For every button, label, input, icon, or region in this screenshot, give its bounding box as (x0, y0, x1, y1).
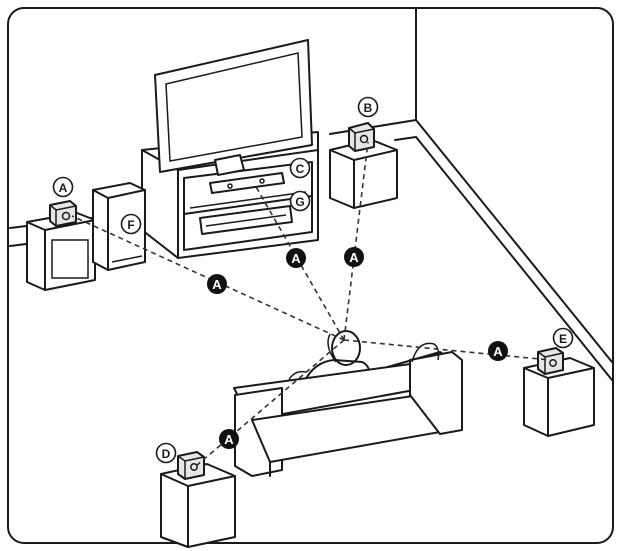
sofa (233, 342, 463, 477)
label-rear-right: E (552, 327, 574, 349)
subwoofer (92, 182, 146, 271)
distance-marker-label: A (212, 277, 222, 292)
label-receiver: G (289, 190, 311, 212)
label-text: C (296, 162, 305, 176)
distance-marker-front-left: A (207, 274, 227, 294)
center-speaker (209, 172, 285, 194)
label-center: C (289, 157, 311, 179)
front-right-speaker (329, 122, 398, 209)
label-text: B (364, 101, 373, 115)
label-subwoofer: F (120, 213, 142, 235)
distance-marker-rear-left: A (219, 429, 239, 449)
label-text: D (162, 447, 171, 461)
label-text: F (127, 218, 134, 232)
label-text: G (295, 195, 304, 209)
label-front-right: B (357, 96, 379, 118)
distance-marker-label: A (291, 251, 301, 266)
front-left-speaker (26, 200, 96, 291)
label-front-left: A (52, 176, 74, 198)
rear-left-speaker (160, 451, 236, 548)
distance-marker-front-right: A (344, 247, 364, 267)
distance-marker-rear-right: A (488, 341, 508, 361)
receiver-unit (199, 205, 293, 235)
label-text: E (559, 332, 567, 346)
distance-marker-center: A (286, 248, 306, 268)
distance-marker-label: A (493, 344, 503, 359)
label-text: A (59, 181, 68, 195)
distance-lines (71, 141, 551, 467)
distance-marker-label: A (349, 250, 359, 265)
rear-right-speaker (523, 347, 595, 437)
label-rear-left: D (155, 442, 177, 464)
distance-marker-label: A (224, 432, 234, 447)
television (154, 39, 313, 176)
